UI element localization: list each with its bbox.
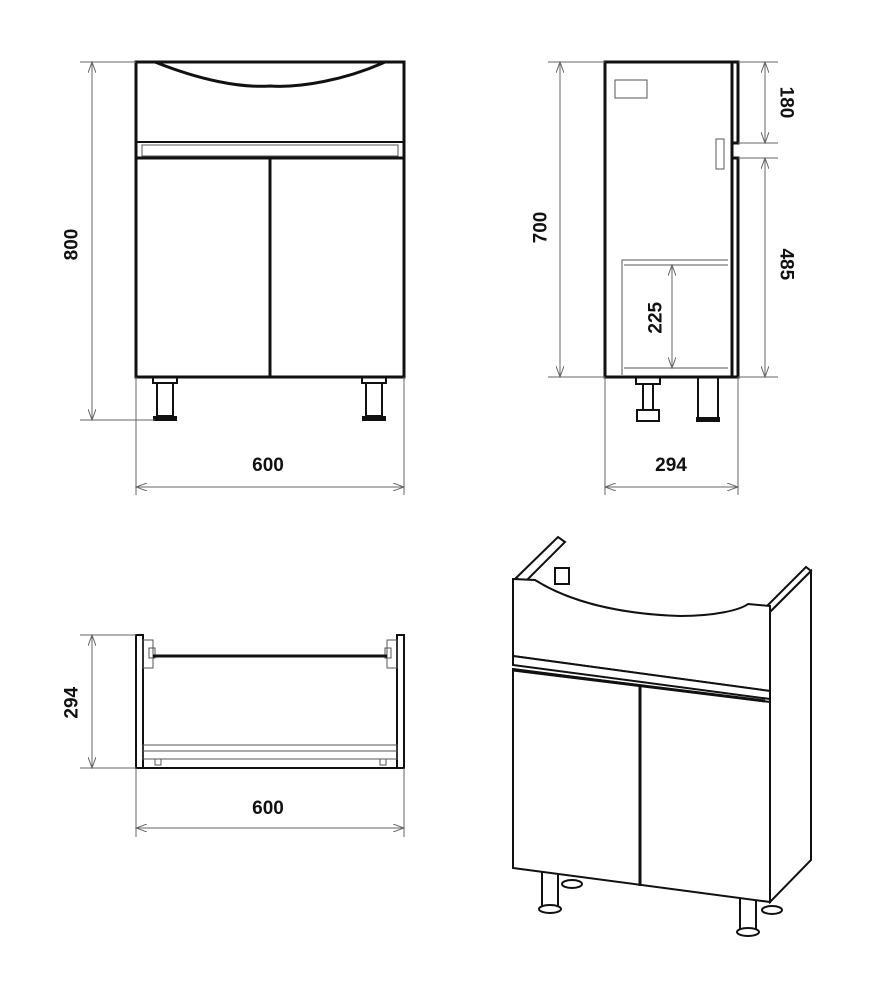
isometric-view (512, 535, 813, 937)
top-depth-label: 294 (62, 686, 83, 718)
handle (715, 138, 725, 170)
side-panel-outline (603, 60, 734, 379)
bracket (614, 79, 648, 99)
side-height-label: 700 (531, 212, 552, 244)
door-edge (732, 60, 740, 379)
leg-left (152, 376, 178, 421)
width-dimension-label: 600 (252, 455, 284, 476)
front-view: 800 600 (62, 60, 406, 495)
leg-right (361, 376, 387, 421)
top-width-label: 600 (252, 798, 284, 819)
height-dimension-label: 800 (62, 229, 83, 261)
leg-fixed (696, 376, 720, 422)
top-section-label: 180 (776, 87, 797, 119)
door-section-label: 485 (776, 248, 797, 280)
iso-legs (538, 869, 783, 937)
top-view: 294 600 (62, 634, 405, 837)
leg-adjustable (635, 376, 661, 422)
iso-right-side (769, 568, 812, 905)
shelf-dimension-label: 225 (646, 301, 667, 333)
depth-dimension-label: 294 (655, 455, 687, 476)
iso-top-panel (512, 577, 771, 693)
basin-curve (154, 60, 386, 88)
side-view: 225 700 180 485 294 (531, 60, 797, 495)
